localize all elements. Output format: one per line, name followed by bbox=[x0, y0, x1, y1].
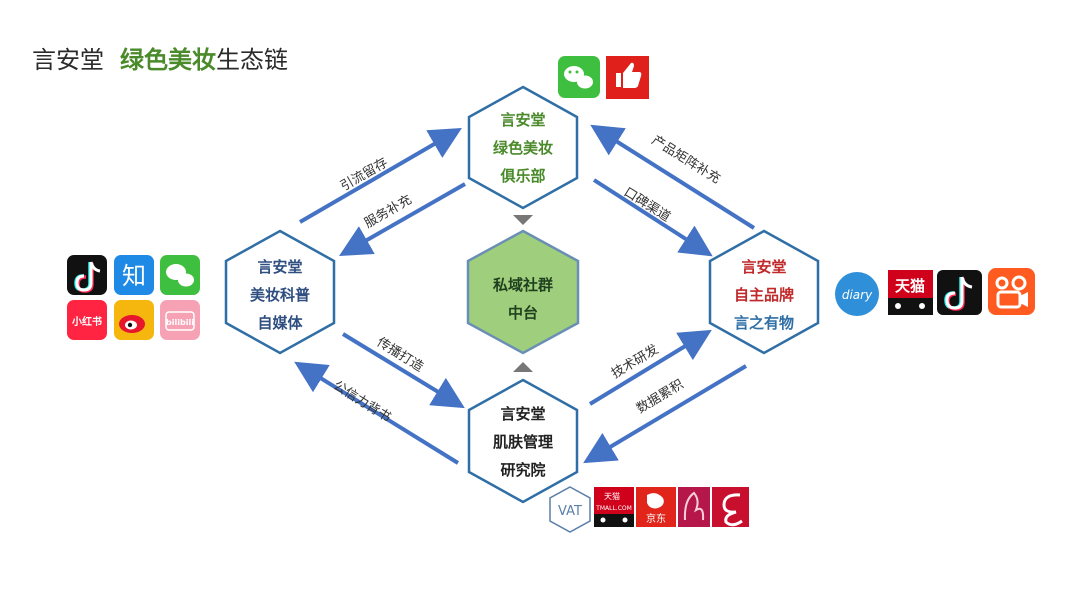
douyin-logo-right bbox=[937, 270, 982, 315]
node-bottom: 言安堂 肌肤管理 研究院 bbox=[493, 405, 553, 479]
node-top-line1: 言安堂 bbox=[500, 111, 545, 129]
thumbs-up-icon bbox=[606, 56, 649, 99]
center-top-pointer bbox=[513, 215, 533, 225]
node-left-line2: 美妆科普 bbox=[250, 286, 310, 304]
node-bottom-line3: 研究院 bbox=[500, 461, 545, 479]
node-top: 言安堂 绿色美妆 俱乐部 bbox=[493, 111, 553, 185]
bilibili-text: bilibili bbox=[166, 318, 194, 327]
hex-center bbox=[466, 229, 580, 355]
tmall-bottom-text: 天猫 bbox=[604, 491, 620, 501]
zhihu-logo: 知 bbox=[114, 255, 154, 295]
arrow-top-to-right bbox=[592, 178, 713, 257]
arrow-bottom-to-right bbox=[588, 329, 712, 406]
tmall-logo-right: 天猫 bbox=[888, 270, 933, 315]
edge-label-gongxinli: 公信力背书 bbox=[330, 378, 393, 425]
tmall-url-text: TMALL.COM bbox=[595, 505, 632, 512]
node-left-line1: 言安堂 bbox=[257, 258, 302, 276]
vat-logo: VAT bbox=[549, 486, 591, 533]
node-bottom-line1: 言安堂 bbox=[500, 405, 545, 423]
vat-text: VAT bbox=[558, 504, 582, 519]
douyin-logo-left bbox=[67, 255, 107, 295]
page-title: 言安堂绿色美妆生态链 bbox=[32, 40, 288, 75]
tmall-logo-bottom: 天猫 TMALL.COM bbox=[594, 487, 634, 527]
node-center: 私域社群 中台 bbox=[492, 276, 553, 322]
diary-logo: diary bbox=[835, 272, 879, 316]
title-highlight: 绿色美妆 bbox=[120, 46, 216, 74]
bilibili-logo: bilibili bbox=[160, 300, 200, 340]
node-right-line3: 言之有物 bbox=[734, 314, 794, 332]
tmall-text: 天猫 bbox=[895, 277, 925, 295]
hex-left bbox=[224, 229, 336, 355]
arrow-left-to-bottom bbox=[341, 332, 465, 409]
jd-text: 京东 bbox=[646, 512, 666, 525]
title-suffix: 生态链 bbox=[216, 46, 288, 74]
center-bottom-pointer bbox=[513, 362, 533, 372]
wechat-logo-top bbox=[558, 56, 600, 98]
arrow-bottom-to-left bbox=[294, 361, 460, 465]
node-top-line3: 俱乐部 bbox=[499, 167, 545, 185]
arrows bbox=[294, 124, 756, 465]
zhihu-text: 知 bbox=[122, 262, 146, 290]
node-center-line1: 私域社群 bbox=[492, 276, 553, 294]
edge-label-chanpin: 产品矩阵补充 bbox=[649, 132, 724, 187]
brand-logo-pink bbox=[678, 487, 710, 527]
xiaohongshu-logo: 小红书 bbox=[67, 300, 107, 340]
arrow-left-to-top bbox=[298, 127, 462, 224]
jd-logo: 京东 bbox=[636, 487, 676, 527]
node-right-line1: 言安堂 bbox=[741, 258, 786, 276]
edge-label-shuju: 数据累积 bbox=[634, 377, 686, 417]
arrow-right-to-bottom bbox=[583, 364, 748, 464]
node-right-line2: 自主品牌 bbox=[734, 286, 794, 304]
arrow-top-to-left bbox=[339, 182, 466, 256]
arrow-right-to-top bbox=[590, 124, 756, 230]
node-center-line2: 中台 bbox=[508, 304, 538, 322]
edge-label-fuwu: 服务补充 bbox=[361, 192, 414, 232]
node-left-line3: 自媒体 bbox=[257, 314, 303, 332]
node-bottom-line2: 肌肤管理 bbox=[493, 433, 553, 451]
hex-right bbox=[708, 229, 820, 355]
diary-text: diary bbox=[842, 288, 873, 302]
hex-top bbox=[467, 85, 579, 210]
node-left: 言安堂 美妆科普 自媒体 bbox=[250, 258, 310, 332]
wechat-logo-left bbox=[160, 255, 200, 295]
node-top-line2: 绿色美妆 bbox=[493, 139, 553, 157]
weibo-logo bbox=[114, 300, 154, 340]
kuaishou-logo bbox=[988, 268, 1035, 315]
node-right: 言安堂 自主品牌 言之有物 bbox=[734, 258, 794, 332]
hex-bottom bbox=[467, 378, 579, 504]
title-prefix: 言安堂 bbox=[32, 46, 104, 74]
brand-logo-red bbox=[712, 487, 749, 527]
xiaohongshu-text: 小红书 bbox=[71, 315, 102, 328]
